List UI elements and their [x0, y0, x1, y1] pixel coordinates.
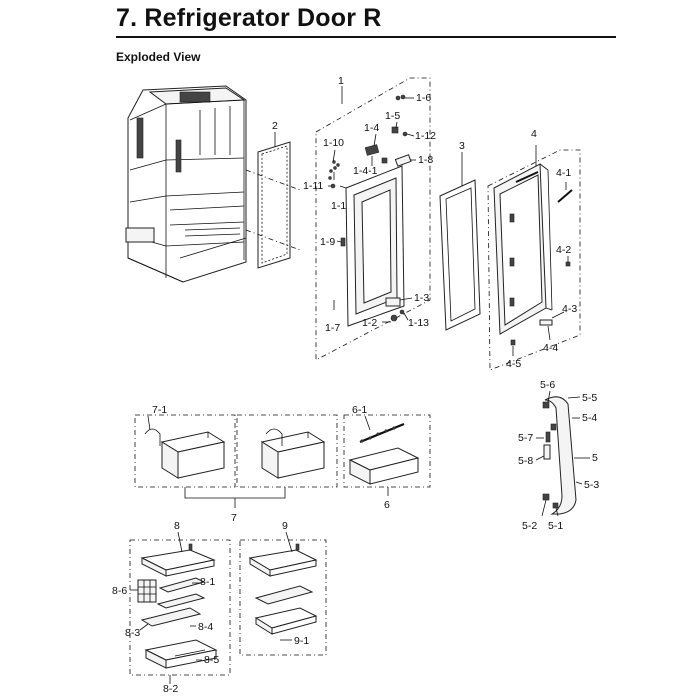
label-1: 1: [338, 75, 344, 87]
label-8-2: 8-2: [163, 683, 178, 695]
label-1-1: 1-1: [331, 200, 346, 212]
label-9-1: 9-1: [294, 635, 309, 647]
part-5-handle: [535, 390, 590, 517]
label-5-7: 5-7: [518, 432, 533, 444]
label-1-6: 1-6: [416, 92, 431, 104]
label-5: 5: [592, 452, 598, 464]
part-9-box: [239, 539, 327, 656]
label-5-4: 5-4: [582, 412, 597, 424]
label-6-1: 6-1: [352, 404, 367, 416]
label-9: 9: [282, 520, 288, 532]
label-7: 7: [231, 512, 237, 524]
label-5-1: 5-1: [548, 520, 563, 532]
label-4-2: 4-2: [556, 244, 571, 256]
label-7-1: 7-1: [152, 404, 167, 416]
part-4-group-box: [487, 149, 581, 371]
label-1-12: 1-12: [415, 130, 436, 142]
label-1-8: 1-8: [418, 154, 433, 166]
page-title: 7. Refrigerator Door R: [116, 4, 382, 32]
label-4-1: 4-1: [556, 167, 571, 179]
section-subtitle: Exploded View: [116, 50, 201, 64]
label-1-7: 1-7: [325, 322, 340, 334]
label-1-13: 1-13: [408, 317, 429, 329]
door-bin-left: [144, 428, 226, 479]
door-bin-6: [348, 422, 420, 485]
label-8-3: 8-3: [125, 627, 140, 639]
label-8: 8: [174, 520, 180, 532]
label-1-9: 1-9: [320, 236, 335, 248]
label-1-3: 1-3: [414, 292, 429, 304]
label-4-4: 4-4: [543, 342, 558, 354]
label-5-3: 5-3: [584, 479, 599, 491]
label-2: 2: [272, 120, 278, 132]
part-8-assembly: [137, 543, 218, 669]
label-8-4: 8-4: [198, 621, 213, 633]
label-3: 3: [459, 140, 465, 152]
door-bin-right: [260, 428, 326, 479]
label-5-2: 5-2: [522, 520, 537, 532]
label-4: 4: [531, 128, 537, 140]
label-4-5: 4-5: [506, 358, 521, 370]
label-8-6: 8-6: [112, 585, 127, 597]
part-9-assembly: [248, 543, 318, 635]
label-1-4: 1-4: [364, 122, 379, 134]
title-rule: [116, 36, 616, 38]
label-5-5: 5-5: [582, 392, 597, 404]
label-1-10: 1-10: [323, 137, 344, 149]
part-7-box-right: [236, 414, 338, 488]
part-2-panel: [257, 141, 291, 269]
label-1-11: 1-11: [303, 180, 323, 192]
label-5-8: 5-8: [518, 455, 533, 467]
part-1-group-box: [315, 77, 431, 361]
label-8-5: 8-5: [204, 654, 219, 666]
refrigerator-cabinet: [125, 85, 247, 283]
label-6: 6: [384, 499, 390, 511]
label-5-6: 5-6: [540, 379, 555, 391]
label-1-2: 1-2: [362, 317, 377, 329]
label-1-4-1: 1-4-1: [353, 165, 378, 177]
label-4-3: 4-3: [562, 303, 577, 315]
part-6-box: [343, 414, 431, 488]
label-8-1: 8-1: [200, 576, 215, 588]
label-1-5: 1-5: [385, 110, 400, 122]
part-7-box-left: [134, 414, 236, 488]
